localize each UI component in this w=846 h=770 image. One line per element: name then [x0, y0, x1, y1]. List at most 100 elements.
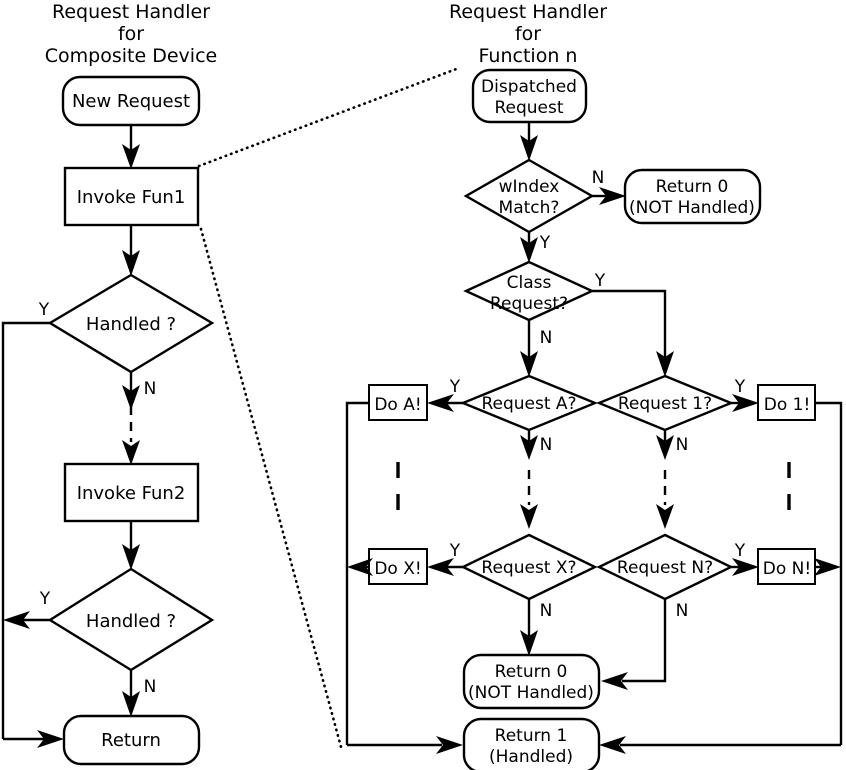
edge-request1-no-to-requestn — [656, 430, 674, 529]
node-invoke-fun1[interactable]: Invoke Fun1 — [63, 166, 200, 227]
handled-1-yes-label: Y — [38, 300, 50, 320]
do-n-shape — [757, 548, 816, 585]
node-request-1[interactable]: Request 1? Y N — [595, 374, 746, 455]
edge-don-to-rightbus — [814, 558, 841, 576]
edge-bus-to-return — [3, 730, 64, 748]
do-1-shape — [757, 384, 816, 421]
request-x-label: Request X? — [481, 558, 576, 578]
edge-class-yes-to-request1 — [592, 289, 674, 377]
request-n-label: Request N? — [617, 558, 713, 578]
handled-1-label: Handled ? — [86, 314, 176, 335]
node-do-x[interactable]: Do X! — [368, 548, 428, 585]
handled-2-no-label: N — [144, 677, 157, 697]
node-dispatched-request[interactable]: Dispatched Request — [471, 68, 588, 124]
request-a-label: Request A? — [481, 394, 576, 414]
return0-bottom-line1: Return 0 — [495, 662, 568, 682]
node-handled-1[interactable]: Handled ? Y N — [38, 273, 215, 399]
request-n-yes-label: Y — [734, 541, 746, 561]
handled-2-label: Handled ? — [86, 611, 176, 632]
edge-requestn-yes-to-don — [731, 558, 759, 576]
node-request-x[interactable]: Request X? Y N — [449, 533, 598, 621]
edge-doa-to-leftbus — [345, 401, 369, 745]
dispatched-request-line1: Dispatched — [481, 77, 577, 97]
invoke-fun2-shape — [63, 462, 200, 523]
right-title-line2: for — [515, 23, 541, 45]
return0-bottom-line2: (NOT Handled) — [468, 683, 594, 703]
left-title-line3: Composite Device — [45, 45, 217, 67]
windex-yes-label: Y — [539, 233, 551, 253]
return0-top-shape — [623, 168, 762, 225]
edge-leftbus-to-return1 — [347, 736, 463, 754]
node-return1[interactable]: Return 1 (Handled) — [462, 717, 601, 770]
left-title-line2: for — [118, 23, 144, 45]
edge-handled2-no-to-return — [122, 670, 140, 717]
right-title-line1: Request Handler — [449, 1, 607, 23]
return1-line1: Return 1 — [495, 726, 568, 746]
do-x-label: Do X! — [374, 559, 421, 579]
class-no-label: N — [540, 328, 553, 348]
request-a-no-label: N — [540, 435, 553, 455]
request-x-yes-label: Y — [449, 541, 461, 561]
handled-1-no-label: N — [144, 379, 157, 399]
edge-requestx-no-to-return0bottom — [520, 599, 538, 656]
edge-class-no-to-requesta — [520, 320, 538, 377]
node-return[interactable]: Return — [62, 714, 201, 766]
class-request-line1: Class — [507, 273, 552, 293]
edge-requesta-yes-to-doa — [427, 394, 463, 412]
node-do-n[interactable]: Do N! — [757, 548, 816, 585]
left-title-line1: Request Handler — [52, 1, 210, 23]
edge-requestx-yes-to-dox — [427, 558, 463, 576]
edge-handled1-yes-to-bus — [1, 321, 50, 739]
zoom-connector-lines — [197, 66, 461, 749]
class-yes-label: Y — [594, 271, 606, 291]
node-class-request[interactable]: Class Request? Y N — [463, 260, 606, 348]
edge-windex-yes-to-class — [520, 232, 538, 263]
dispatched-request-line2: Request — [494, 98, 563, 118]
class-request-line2: Request? — [490, 294, 568, 314]
windex-match-line2: Match? — [499, 198, 560, 218]
return-label: Return — [101, 730, 161, 751]
do-1-label: Do 1! — [764, 395, 811, 415]
return0-top-line2: (NOT Handled) — [629, 198, 755, 218]
request-a-yes-label: Y — [449, 377, 461, 397]
edge-fun2-to-handled2 — [122, 521, 140, 570]
edge-windex-no-to-return0top — [592, 187, 626, 205]
zoom-connector-top — [197, 66, 461, 168]
return0-bottom-shape — [462, 653, 601, 710]
edge-dox-to-leftbus — [347, 558, 373, 576]
node-new-request[interactable]: New Request — [61, 75, 201, 127]
left-title: Request Handler for Composite Device — [45, 1, 217, 67]
edge-handled2-yes-to-bus — [3, 611, 50, 629]
return1-line2: (Handled) — [489, 747, 573, 767]
node-handled-2[interactable]: Handled ? Y N — [39, 567, 215, 697]
handled-2-yes-label: Y — [39, 589, 51, 609]
windex-no-label: N — [592, 168, 605, 188]
do-x-shape — [368, 548, 428, 585]
request-n-no-label: N — [676, 601, 689, 621]
edge-rightbus-to-return1 — [599, 736, 841, 754]
do-n-label: Do N! — [763, 559, 811, 579]
node-request-n[interactable]: Request N? Y N — [596, 533, 746, 621]
node-do-1[interactable]: Do 1! — [757, 384, 816, 421]
request-1-no-label: N — [676, 435, 689, 455]
right-title-line3: Function n — [479, 45, 578, 67]
edge-fun1-to-handled1 — [122, 225, 140, 276]
node-do-a[interactable]: Do A! — [368, 384, 428, 421]
windex-match-line1: wIndex — [499, 177, 560, 197]
invoke-fun2-label: Invoke Fun2 — [77, 483, 186, 504]
invoke-fun1-label: Invoke Fun1 — [77, 187, 186, 208]
node-request-a[interactable]: Request A? Y N — [449, 374, 599, 455]
node-return0-top[interactable]: Return 0 (NOT Handled) — [623, 168, 762, 225]
node-invoke-fun2[interactable]: Invoke Fun2 — [63, 462, 200, 523]
edge-requesta-no-to-requestx — [520, 430, 538, 529]
edge-handled1-no-to-fun2 — [122, 372, 140, 465]
edge-requestn-no-to-return0bottom — [601, 599, 667, 690]
node-return0-bottom[interactable]: Return 0 (NOT Handled) — [462, 653, 601, 710]
return-shape — [62, 714, 201, 766]
edge-newrequest-to-fun1 — [122, 125, 140, 169]
request-1-label: Request 1? — [618, 394, 712, 414]
return1-shape — [462, 717, 601, 770]
zoom-connector-bottom — [199, 227, 343, 749]
